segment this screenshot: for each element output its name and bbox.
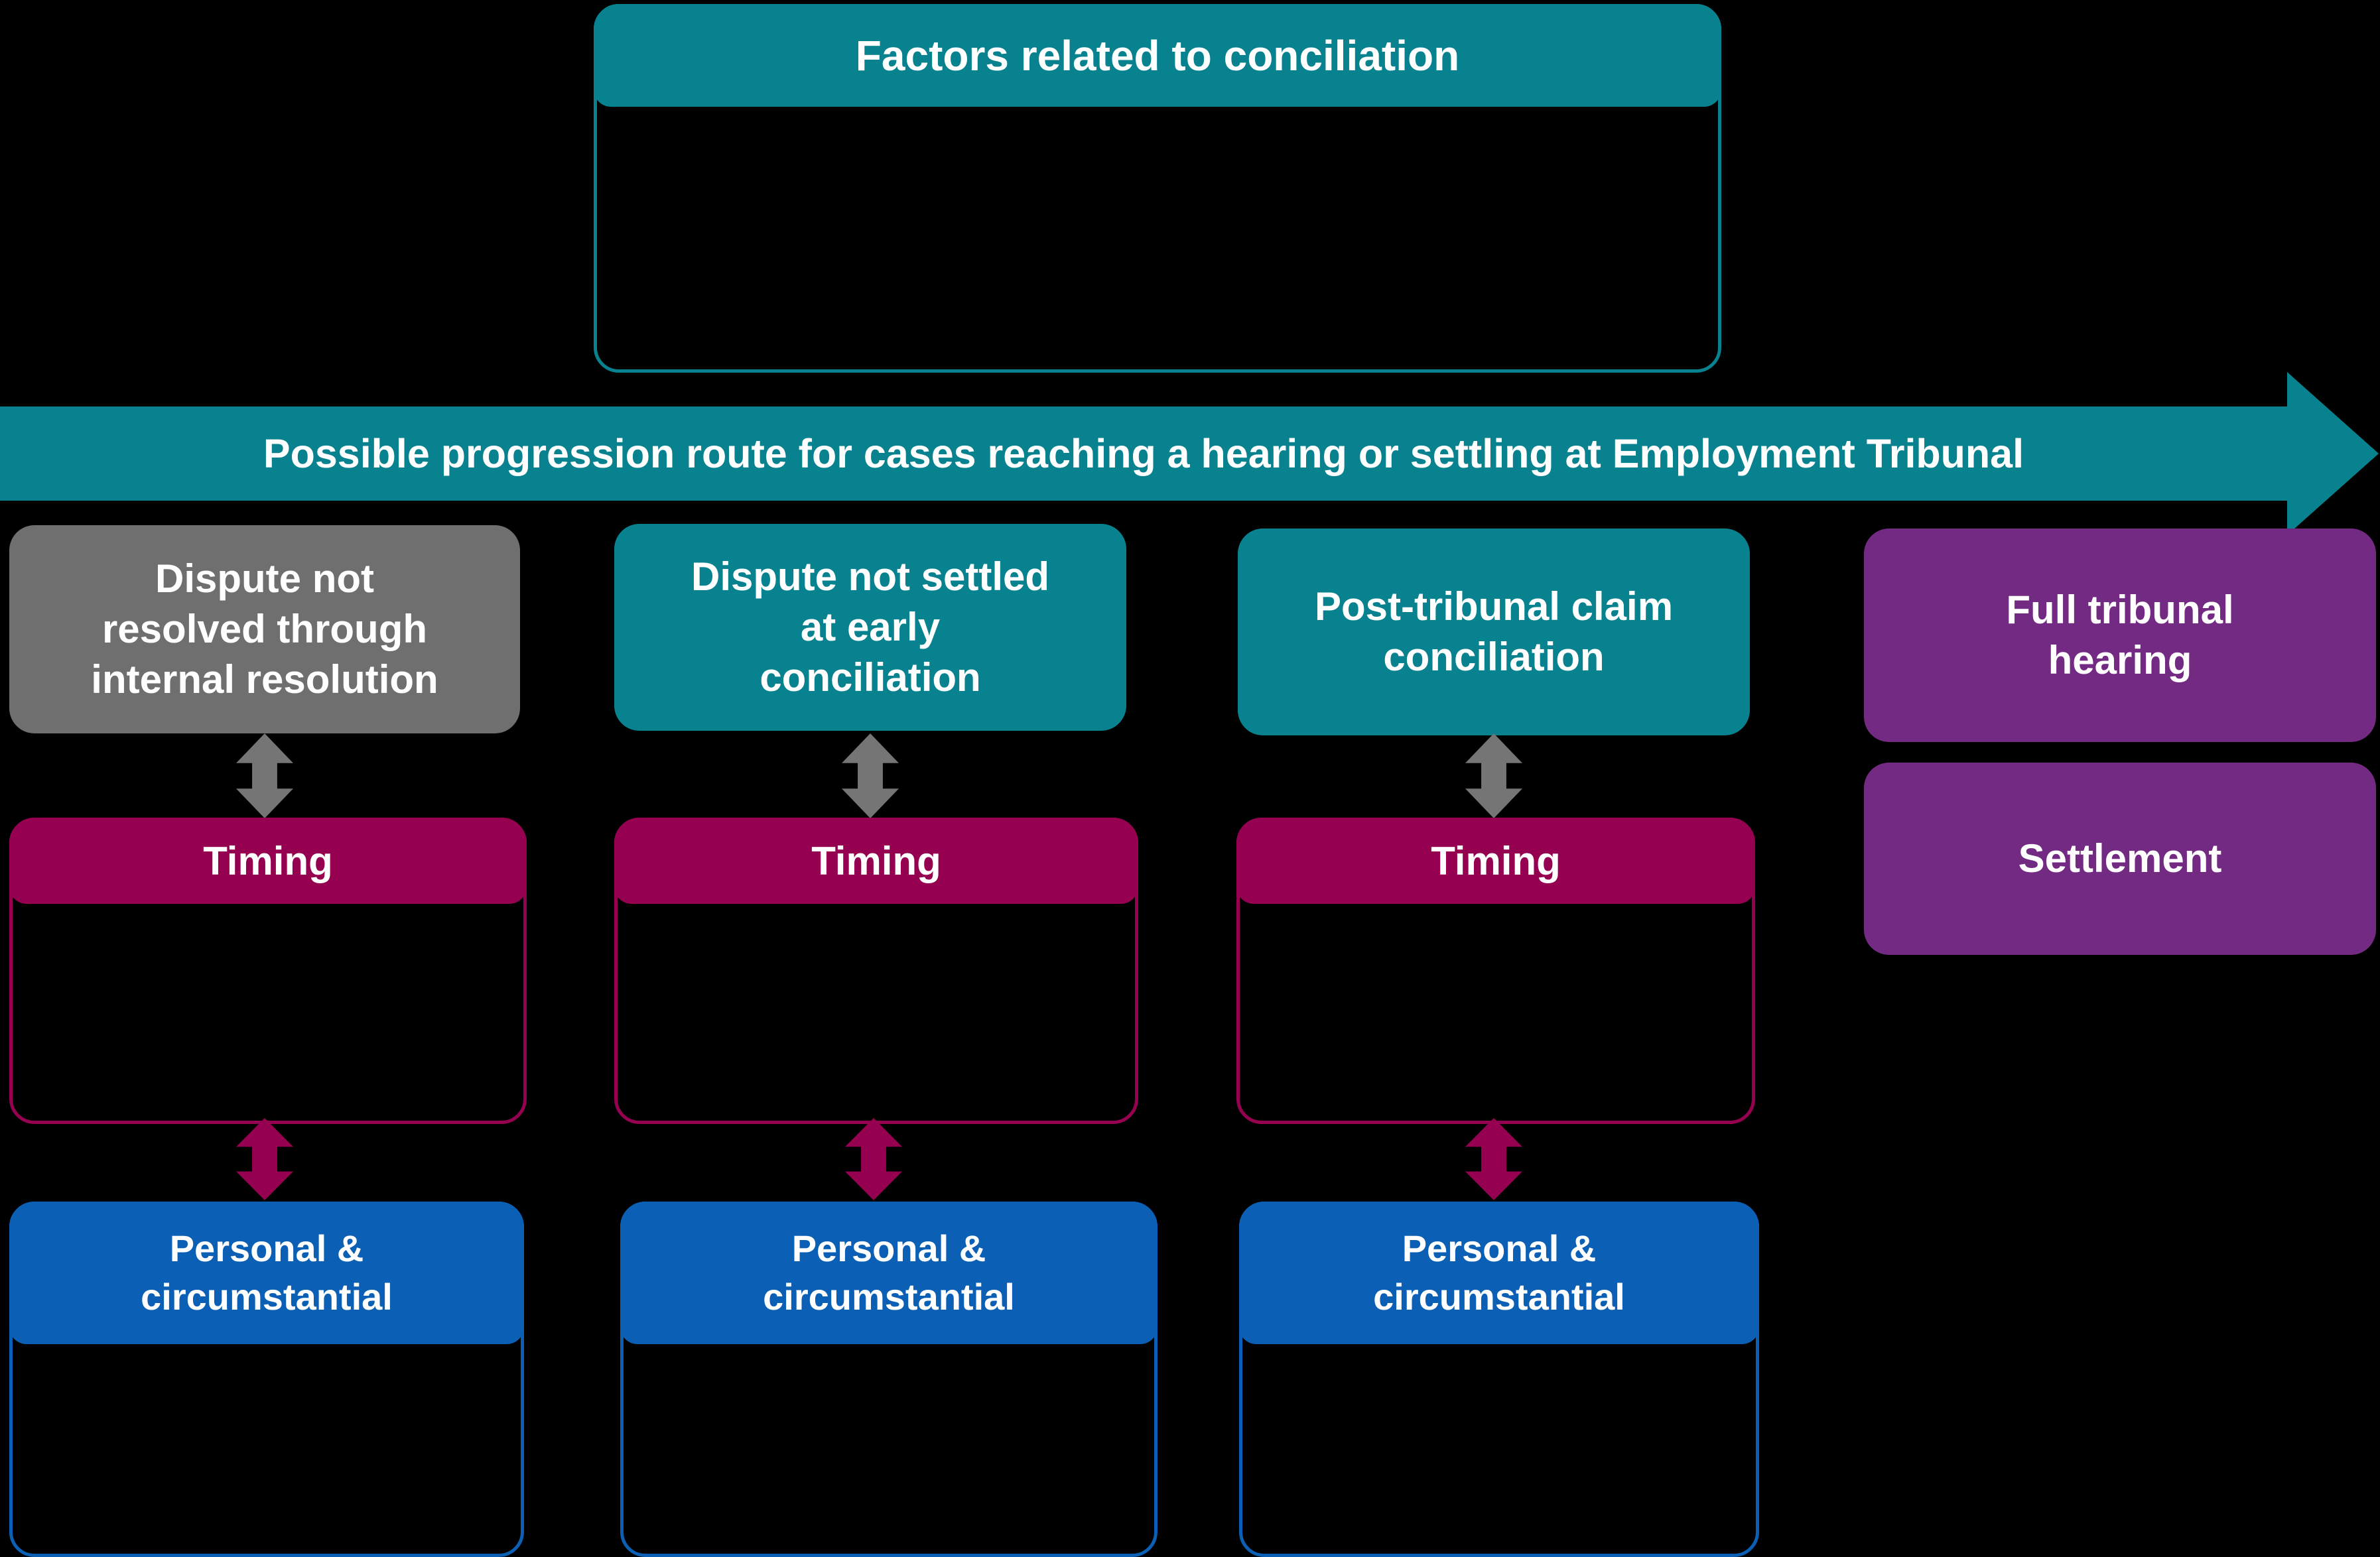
- stage-box-internal-resolution: Dispute not resolved through internal re…: [9, 525, 520, 733]
- timing-panel-title: Timing: [1431, 838, 1561, 883]
- personal-circumstantial-panel: Personal & circumstantial: [620, 1202, 1157, 1557]
- double-arrow-icon: [1465, 733, 1522, 818]
- outcome-box-full-tribunal-hearing-label: Full tribunal hearing: [2006, 587, 2234, 682]
- progression-banner-label: Possible progression route for cases rea…: [263, 431, 2024, 476]
- personal-circumstantial-title: Personal & circumstantial: [763, 1227, 1015, 1318]
- double-arrow-icon: [842, 733, 899, 818]
- timing-panel: Timing: [1236, 818, 1755, 1124]
- outcome-box-settlement: Settlement: [1864, 763, 2376, 955]
- timing-panel-header: Timing: [614, 818, 1138, 904]
- timing-panel: Timing: [9, 818, 527, 1124]
- personal-circumstantial-header: Personal & circumstantial: [620, 1202, 1157, 1344]
- progression-arrow-banner: Possible progression route for cases rea…: [0, 406, 2287, 501]
- stage-box-post-tribunal-conciliation-label: Post-tribunal claim conciliation: [1314, 584, 1674, 679]
- stage-box-post-tribunal-conciliation: Post-tribunal claim conciliation: [1238, 529, 1750, 735]
- timing-panel-title: Timing: [811, 838, 941, 883]
- personal-circumstantial-panel: Personal & circumstantial: [9, 1202, 524, 1557]
- double-arrow-icon: [845, 1118, 902, 1200]
- outcome-box-full-tribunal-hearing: Full tribunal hearing: [1864, 529, 2376, 742]
- personal-circumstantial-panel: Personal & circumstantial: [1239, 1202, 1759, 1557]
- factors-panel: Factors related to conciliation: [594, 4, 1721, 373]
- personal-circumstantial-title: Personal & circumstantial: [141, 1227, 393, 1318]
- outcome-box-settlement-label: Settlement: [2018, 836, 2222, 881]
- factors-panel-header: Factors related to conciliation: [594, 4, 1721, 107]
- personal-circumstantial-header: Personal & circumstantial: [9, 1202, 524, 1344]
- stage-box-early-conciliation: Dispute not settled at early conciliatio…: [614, 524, 1126, 731]
- timing-panel-header: Timing: [9, 818, 527, 904]
- stage-box-internal-resolution-label: Dispute not resolved through internal re…: [91, 556, 438, 702]
- personal-circumstantial-title: Personal & circumstantial: [1373, 1227, 1625, 1318]
- factors-panel-title: Factors related to conciliation: [855, 31, 1460, 80]
- double-arrow-icon: [236, 1118, 293, 1200]
- timing-panel-title: Timing: [203, 838, 333, 883]
- timing-panel-header: Timing: [1236, 818, 1755, 904]
- stage-box-early-conciliation-label: Dispute not settled at early conciliatio…: [691, 554, 1050, 700]
- progression-arrow-head-icon: [2287, 372, 2379, 535]
- personal-circumstantial-header: Personal & circumstantial: [1239, 1202, 1759, 1344]
- timing-panel: Timing: [614, 818, 1138, 1124]
- double-arrow-icon: [1465, 1118, 1522, 1200]
- double-arrow-icon: [236, 733, 293, 818]
